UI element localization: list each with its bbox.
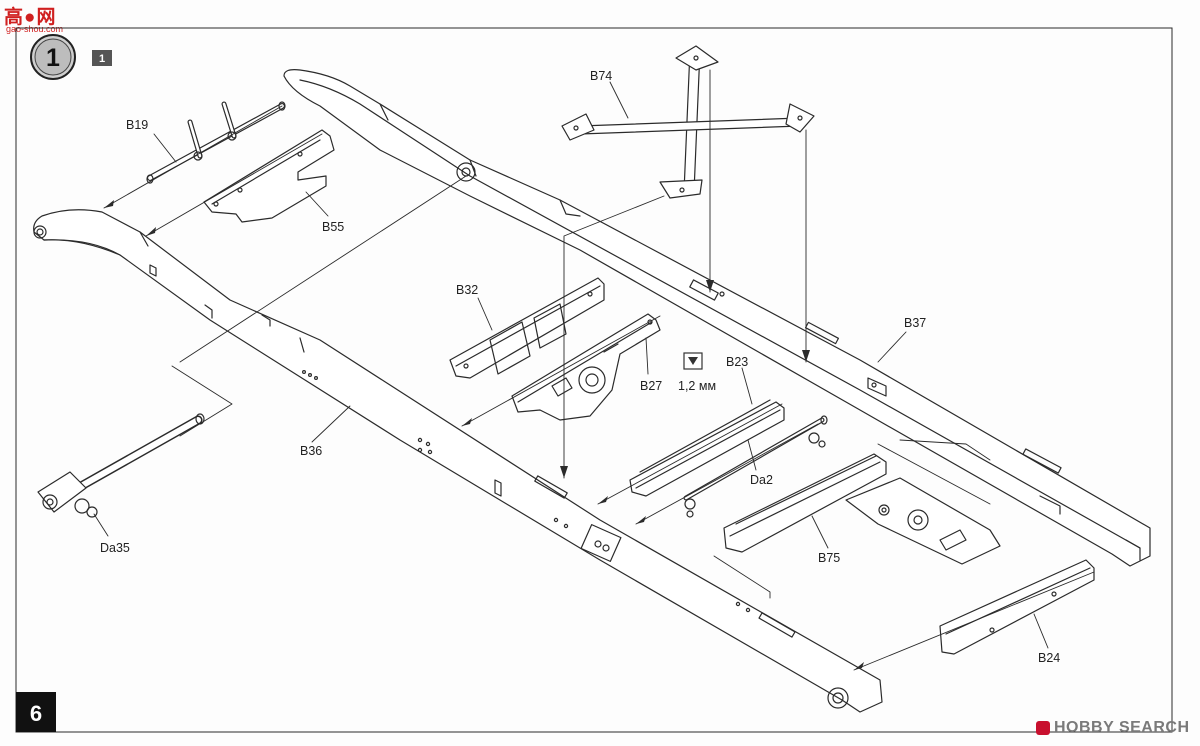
label-B23: B23	[726, 355, 748, 369]
frame-rail-B36	[33, 209, 883, 713]
hobby-search-logo-icon	[1036, 721, 1050, 735]
label-B27: B27	[640, 379, 662, 393]
label-B37: B37	[904, 316, 926, 330]
page-frame	[15, 27, 1173, 733]
top-watermark-main: 高●网	[4, 7, 57, 28]
part-B55	[203, 129, 335, 223]
part-B74	[561, 45, 815, 199]
top-watermark: 高●网 gao-shou.com	[4, 2, 78, 38]
label-B55: B55	[322, 220, 344, 234]
label-B24: B24	[1038, 651, 1060, 665]
page-number: 6	[30, 701, 42, 726]
label-B36: B36	[300, 444, 322, 458]
bottom-watermark-text: HOBBY SEARCH	[1054, 719, 1190, 736]
part-B75	[723, 453, 887, 553]
part-Da35	[37, 413, 205, 518]
part-B24	[939, 559, 1095, 655]
part-B23	[629, 399, 785, 497]
drill-icon	[683, 352, 703, 370]
label-B75: B75	[818, 551, 840, 565]
bottom-watermark: HOBBY SEARCH	[1036, 717, 1190, 739]
arrow-heads	[104, 200, 864, 670]
step-sub-number: 1	[99, 53, 105, 65]
label-Da2: Da2	[750, 473, 773, 487]
frame-rail-B37	[283, 69, 1151, 567]
step-badge: 1	[30, 34, 76, 80]
label-drill-size: 1,2 мм	[678, 379, 716, 393]
part-B27	[511, 313, 661, 421]
part-B19	[146, 101, 286, 184]
page-number-badge: 6	[16, 692, 56, 732]
label-Da35: Da35	[100, 541, 130, 555]
step-sub-tab: 1	[92, 50, 112, 66]
step-number: 1	[46, 44, 60, 72]
part-plate	[845, 477, 1001, 565]
label-B74: B74	[590, 69, 612, 83]
guide-lines	[103, 69, 1095, 671]
label-B32: B32	[456, 283, 478, 297]
top-watermark-sub: gao-shou.com	[6, 24, 64, 34]
label-B19: B19	[126, 118, 148, 132]
part-B32	[449, 277, 605, 379]
leader-lines	[93, 81, 1049, 649]
